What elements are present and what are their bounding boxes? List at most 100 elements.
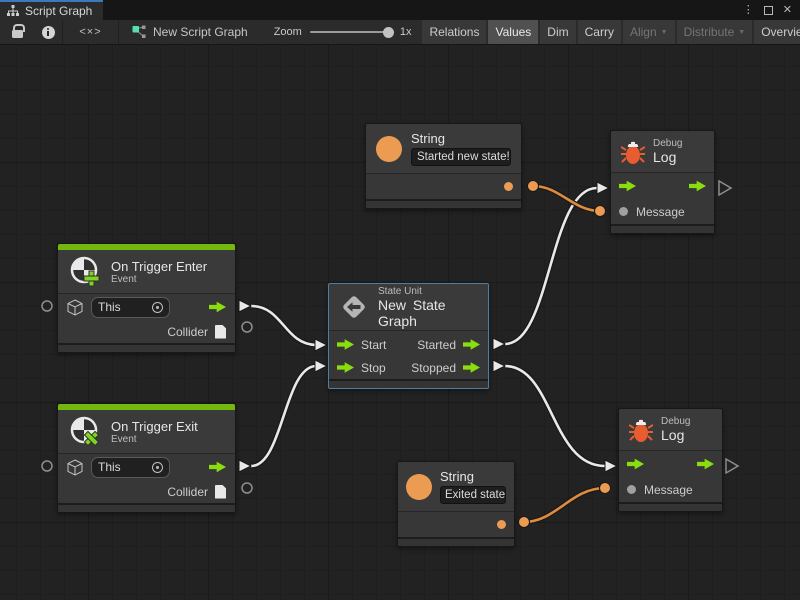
node-subtitle: State Unit — [378, 285, 422, 297]
plus-badge — [83, 270, 100, 286]
target-value: This — [98, 300, 121, 314]
graph-icon — [132, 25, 146, 38]
stop-in-port[interactable] — [337, 362, 354, 373]
overview-button[interactable]: Overview — [754, 20, 800, 44]
collider-file-icon[interactable] — [215, 324, 226, 339]
values-button[interactable]: Values — [488, 20, 539, 44]
info-icon — [41, 25, 55, 39]
node-title: String — [411, 131, 445, 146]
string-literal-icon — [406, 473, 432, 500]
object-picker-icon[interactable] — [152, 301, 163, 313]
wire-stopped-to-debug[interactable] — [492, 359, 619, 473]
zoom-level-value: 1x — [399, 26, 412, 38]
window-menu-icon[interactable]: ⋮ — [742, 3, 754, 16]
event-accent-bar — [58, 244, 235, 250]
node-subtitle: Event — [111, 433, 137, 445]
flow-in-port[interactable] — [619, 180, 636, 192]
wire-layer — [41, 179, 740, 528]
port-label: Start — [361, 337, 387, 352]
trigger-enter-icon — [70, 256, 100, 286]
port-label: Message — [636, 204, 685, 219]
x-badge — [83, 430, 100, 446]
collider-file-icon[interactable] — [215, 484, 226, 499]
node-title: Log — [653, 149, 677, 165]
carry-button[interactable]: Carry — [577, 20, 621, 44]
trigger-exit-icon — [70, 416, 100, 446]
graph-canvas[interactable]: String Started new state! Debug Log — [0, 45, 800, 600]
wire-exit-to-stop[interactable] — [238, 359, 329, 473]
message-in-port[interactable] — [627, 485, 636, 494]
flow-out-port[interactable] — [697, 458, 714, 470]
flow-out-port[interactable] — [209, 301, 226, 313]
script-graph-tab-icon — [7, 5, 19, 16]
message-in-port[interactable] — [619, 207, 628, 216]
enter-collider-port[interactable] — [241, 321, 253, 333]
dim-button[interactable]: Dim — [540, 20, 576, 44]
flow-out-port[interactable] — [689, 180, 706, 192]
window-close-icon[interactable]: ✕ — [782, 3, 792, 16]
bug-icon — [621, 141, 645, 164]
align-button[interactable]: Align▼ — [622, 20, 675, 44]
node-title: String — [440, 469, 474, 484]
window-maximize-icon[interactable] — [763, 5, 773, 15]
zoom-to-fit-button[interactable]: <×> — [63, 20, 118, 44]
string-output-port[interactable] — [504, 182, 513, 191]
lock-button[interactable] — [0, 20, 34, 44]
enter-target-port[interactable] — [41, 300, 53, 312]
debug-top-out-port[interactable] — [718, 179, 733, 197]
bug-icon — [629, 419, 653, 442]
object-picker-icon[interactable] — [152, 461, 163, 473]
wire-enter-to-start[interactable] — [238, 299, 329, 352]
exit-target-port[interactable] — [41, 460, 53, 472]
debug-bottom-out-port[interactable] — [725, 457, 740, 475]
node-footer — [58, 503, 235, 512]
port-label: Collider — [167, 324, 208, 339]
toolbar-buttons: Relations Values Dim Carry Align▼ Distri… — [422, 20, 800, 44]
tab-script-graph[interactable]: Script Graph — [0, 0, 104, 20]
exit-collider-port[interactable] — [241, 482, 253, 494]
target-object-dropdown[interactable]: This — [91, 296, 170, 318]
string-output-port[interactable] — [497, 520, 506, 529]
node-debug-log-top[interactable]: Debug Log Message — [610, 130, 715, 234]
port-label: Started — [417, 337, 456, 352]
node-footer — [329, 379, 488, 388]
string-value-input[interactable]: Started new state! — [411, 148, 511, 166]
graph-breadcrumb[interactable]: New Script Graph — [119, 20, 260, 44]
node-debug-log-bottom[interactable]: Debug Log Message — [618, 408, 723, 512]
cube-icon — [67, 298, 83, 316]
node-footer — [611, 224, 714, 233]
target-object-dropdown[interactable]: This — [91, 456, 170, 478]
node-string-bottom[interactable]: String Exited state — [397, 461, 515, 547]
started-out-port[interactable] — [463, 339, 480, 350]
angle-x-icon: <×> — [79, 26, 102, 38]
node-state-unit[interactable]: State Unit New State Graph Start Started… — [328, 283, 489, 389]
node-on-trigger-enter[interactable]: On Trigger Enter Event This — [57, 243, 236, 353]
tab-title: Script Graph — [25, 4, 93, 18]
wire-string-to-message-bottom[interactable] — [518, 482, 611, 528]
target-value: This — [98, 460, 121, 474]
port-label: Collider — [167, 484, 208, 499]
distribute-button[interactable]: Distribute▼ — [676, 20, 753, 44]
node-footer — [366, 199, 521, 208]
wire-started-to-debug[interactable] — [492, 181, 611, 351]
node-string-top[interactable]: String Started new state! — [365, 123, 522, 209]
node-footer — [398, 537, 514, 546]
tab-bar: Script Graph ⋮ ✕ — [0, 0, 800, 20]
info-button[interactable] — [34, 20, 62, 44]
wire-string-to-message-top[interactable] — [527, 180, 606, 217]
node-footer — [58, 343, 235, 352]
flow-out-port[interactable] — [209, 461, 226, 473]
node-on-trigger-exit[interactable]: On Trigger Exit Event This — [57, 403, 236, 513]
relations-button[interactable]: Relations — [422, 20, 487, 44]
zoom-control: Zoom 1x — [260, 20, 412, 44]
node-subtitle: Event — [111, 273, 137, 285]
zoom-slider[interactable] — [309, 26, 394, 38]
start-in-port[interactable] — [337, 339, 354, 350]
toolbar-separator — [118, 20, 119, 44]
zoom-slider-handle[interactable] — [382, 26, 394, 38]
cube-icon — [67, 458, 83, 476]
stopped-out-port[interactable] — [463, 362, 480, 373]
flow-in-port[interactable] — [627, 458, 644, 470]
string-value-input[interactable]: Exited state — [440, 486, 506, 504]
